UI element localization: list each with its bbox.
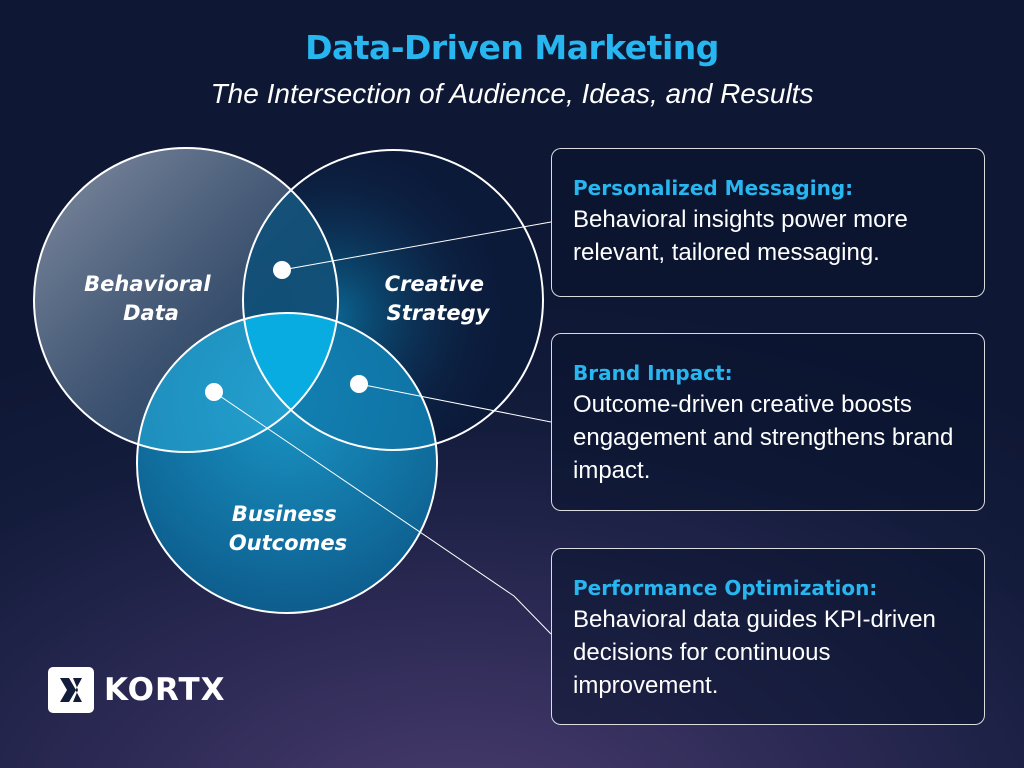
behavioral-data-outline [33, 147, 339, 453]
brand-name: KORTX [104, 672, 226, 708]
dot-brand-impact [350, 375, 368, 393]
callout-body: Behavioral data guides KPI-driven decisi… [573, 606, 936, 699]
callout-personalized-messaging: Personalized Messaging: Behavioral insig… [551, 148, 985, 297]
callout-performance-optimization: Performance Optimization: Behavioral dat… [551, 548, 985, 725]
creative-strategy-outline [242, 149, 544, 451]
connector-personalized-messaging [281, 221, 552, 271]
callout-body: Outcome-driven creative boosts engagemen… [573, 391, 954, 484]
label-creative-strategy: Creative Strategy [385, 272, 492, 325]
dot-performance-optimization [205, 383, 223, 401]
callout-heading: Personalized Messaging: [573, 176, 854, 200]
callout-heading: Performance Optimization: [573, 576, 878, 600]
callout-heading: Brand Impact: [573, 361, 733, 385]
callout-brand-impact: Brand Impact: Outcome-driven creative bo… [551, 333, 985, 511]
connector-brand-impact [358, 383, 552, 423]
callout-body: Behavioral insights power more relevant,… [573, 206, 908, 266]
business-behavioral-overlap [137, 313, 338, 452]
connector-performance-optimization [213, 391, 552, 635]
dot-personalized-messaging [273, 261, 291, 279]
business-outcomes-outline [136, 312, 438, 614]
page-subtitle: The Intersection of Audience, Ideas, and… [210, 78, 814, 109]
label-behavioral-data: Behavioral Data [84, 272, 218, 325]
logo-mark [48, 667, 94, 713]
page-title: Data-Driven Marketing [305, 28, 719, 67]
label-business-outcomes: Business Outcomes [229, 502, 347, 555]
x-icon [60, 678, 82, 702]
kortx-logo: KORTX [48, 667, 226, 713]
